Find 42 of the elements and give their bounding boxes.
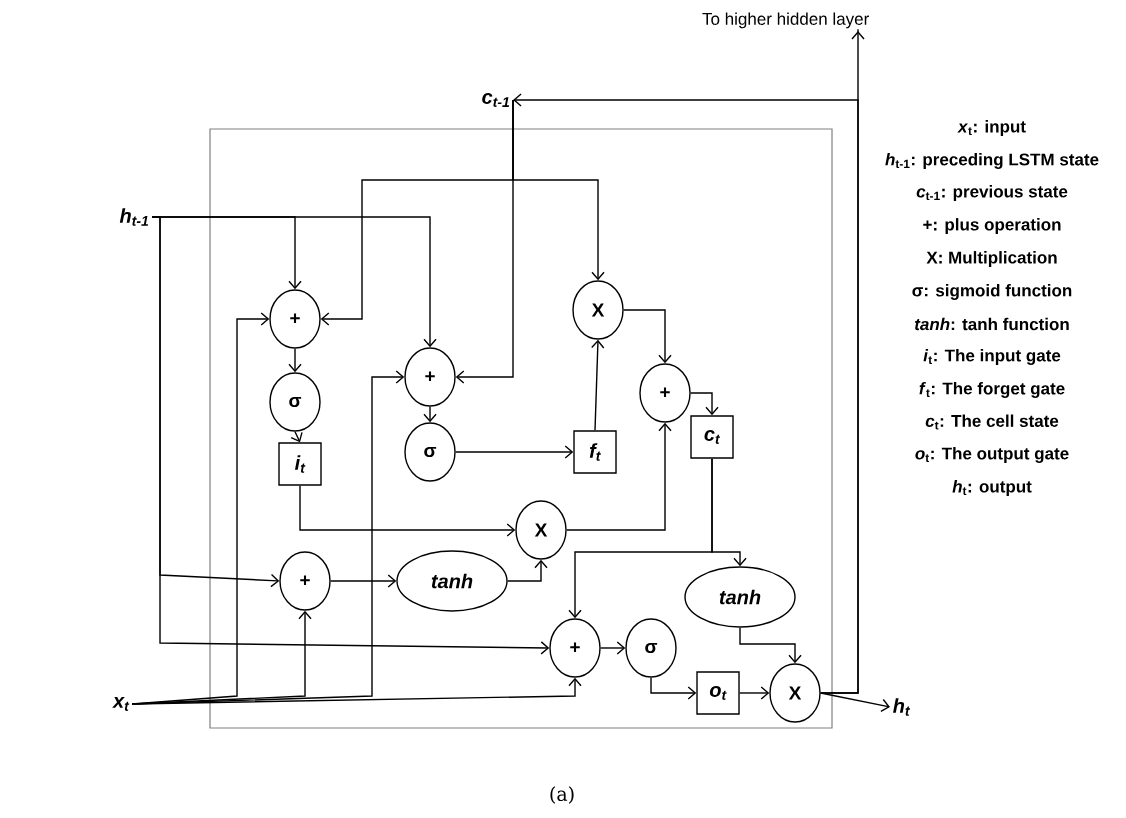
arrow [423, 406, 437, 423]
legend-entry: tanh: tanh function [915, 317, 1069, 331]
signal-label: h$_{t-1}$ [119, 208, 149, 226]
arrow [299, 485, 516, 537]
arrow [650, 677, 697, 700]
arrow [455, 445, 574, 459]
gate-box: i$_{t}$ [278, 442, 322, 486]
arrow [711, 458, 747, 567]
arrow [591, 339, 605, 431]
arrow [131, 677, 582, 705]
legend-entry: h$_{t}$: output [952, 480, 1032, 496]
arrow [690, 392, 719, 416]
arrow [739, 686, 770, 700]
legend-entry: o$_{t}$: The output gate [915, 447, 1069, 463]
arrow [513, 93, 859, 694]
arrow [330, 574, 397, 588]
arrow [288, 348, 302, 373]
figure-caption: (a) [550, 786, 574, 804]
arrow [512, 99, 605, 281]
legend-entry: f$_{t}$: The forget gate [919, 382, 1065, 398]
legend-entry: X: Multiplication [926, 251, 1057, 267]
signal-label: x$_{t}$ [112, 697, 130, 711]
arrow [600, 641, 626, 655]
arrow [566, 422, 672, 531]
arrow [739, 627, 802, 664]
gate-box: f$_{t}$ [573, 430, 617, 474]
signal-label: h$_{t}$ [893, 698, 911, 716]
output-label: To higher hidden layer [702, 12, 869, 29]
arrow [623, 309, 672, 364]
legend-entry: c$_{t-1}$: previous state [916, 185, 1068, 201]
arrow [151, 216, 550, 655]
legend-entry: c$_{t}$: The cell state [925, 414, 1059, 430]
legend-entry: h$_{t-1}$: preceding LSTM state [885, 153, 1099, 169]
arrow [290, 431, 303, 443]
legend-entry: σ: sigmoid function [912, 284, 1072, 300]
legend-entry: i$_{t}$: The input gate [923, 349, 1061, 365]
legend-entry: +: plus operation [923, 218, 1061, 234]
arrow [507, 559, 548, 582]
gate-box: o$_{t}$ [696, 671, 740, 715]
legend-entry: x$_{t}$: input [957, 120, 1026, 136]
gate-box: c$_{t}$ [690, 415, 734, 459]
signal-label: c$_{t-1}$ [482, 93, 510, 107]
